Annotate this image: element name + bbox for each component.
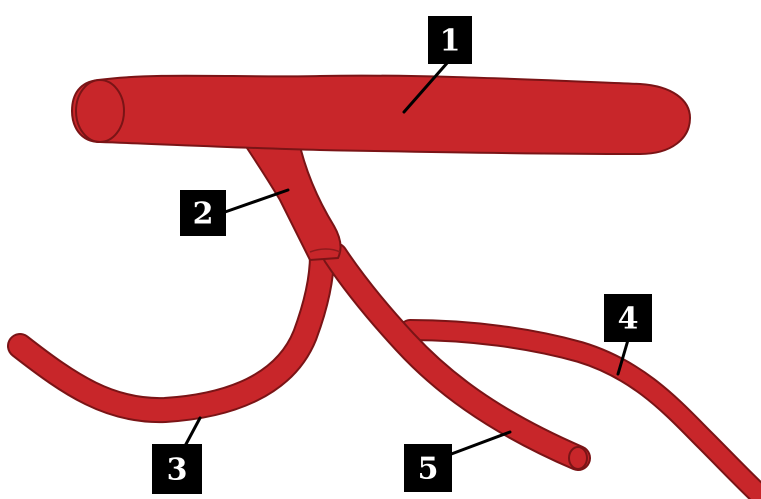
label-1-text: 1: [440, 24, 461, 59]
label-3: 3: [152, 444, 202, 494]
leader-line-2: [225, 190, 288, 212]
label-5-text: 5: [418, 452, 439, 487]
label-3-text: 3: [167, 453, 188, 488]
leader-line-5: [446, 432, 510, 456]
lower-branch-end: [569, 447, 587, 469]
main-vessel-end: [76, 80, 124, 142]
label-2-text: 2: [193, 197, 214, 232]
label-4-text: 4: [618, 302, 639, 337]
label-2: 2: [180, 190, 226, 236]
main-vessel: [72, 76, 690, 154]
lower-branch-vessel: [335, 255, 587, 469]
label-5: 5: [404, 444, 452, 492]
trunk-vessel: [243, 138, 341, 260]
label-1: 1: [428, 16, 472, 64]
leader-line-3: [185, 418, 200, 446]
right-branch-vessel: [410, 330, 760, 495]
left-branch-vessel: [20, 255, 322, 410]
label-4: 4: [604, 294, 652, 342]
